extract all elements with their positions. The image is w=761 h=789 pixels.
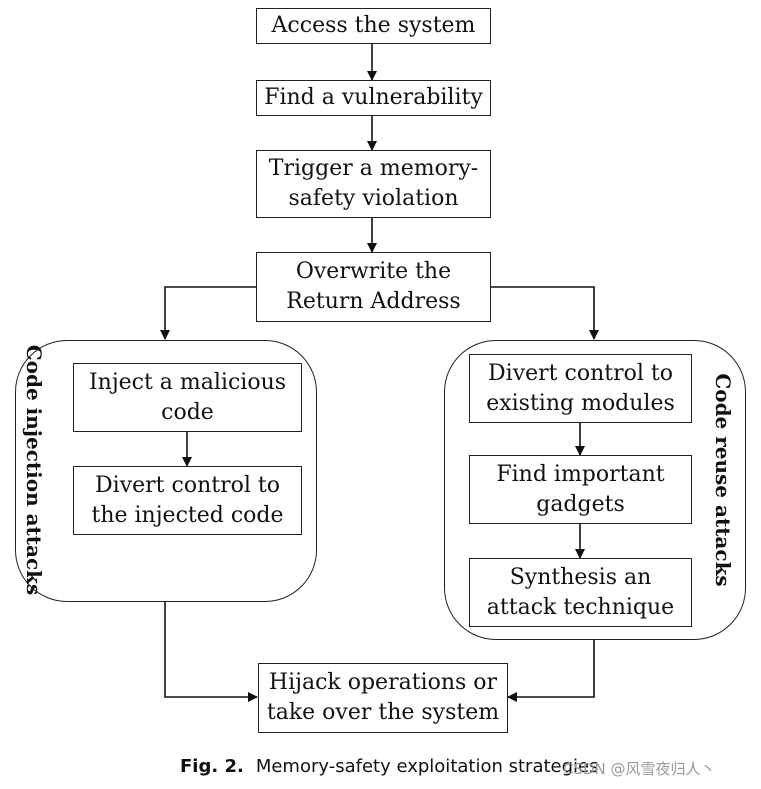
arrow-overwrite-to-reuse	[490, 286, 599, 340]
caption-text: Memory-safety exploitation strategies	[255, 756, 599, 777]
code-reuse-label: Code reuse attacks	[711, 373, 735, 587]
synthesis-attack-box: Synthesis an attack technique	[469, 558, 692, 627]
access-system-box: Access the system	[256, 8, 491, 44]
divert-to-existing-modules-box: Divert control to existing modules	[469, 354, 692, 423]
arrow-overwrite-to-injection	[160, 286, 257, 340]
code-injection-group	[15, 340, 317, 602]
figure-caption: Fig. 2. Memory-safety exploitation strate…	[180, 756, 598, 777]
overwrite-return-address-box: Overwrite the Return Address	[256, 252, 491, 322]
inject-malicious-code-box: Inject a malicious code	[73, 363, 302, 432]
arrow-injection-to-hijack	[164, 601, 258, 702]
arrow-reuse-to-hijack	[507, 640, 595, 702]
code-reuse-group	[444, 340, 746, 640]
find-gadgets-box: Find important gadgets	[469, 455, 692, 524]
watermark-text: CSDN @风雪夜归人丶	[563, 760, 716, 778]
figure-number: Fig. 2.	[180, 756, 244, 777]
divert-to-injected-code-box: Divert control to the injected code	[73, 466, 302, 535]
hijack-operations-box: Hijack operations or take over the syste…	[258, 663, 508, 733]
find-vulnerability-box: Find a vulnerability	[256, 80, 491, 116]
trigger-violation-box: Trigger a memory- safety violation	[256, 150, 491, 218]
code-injection-label: Code injection attacks	[22, 344, 46, 596]
